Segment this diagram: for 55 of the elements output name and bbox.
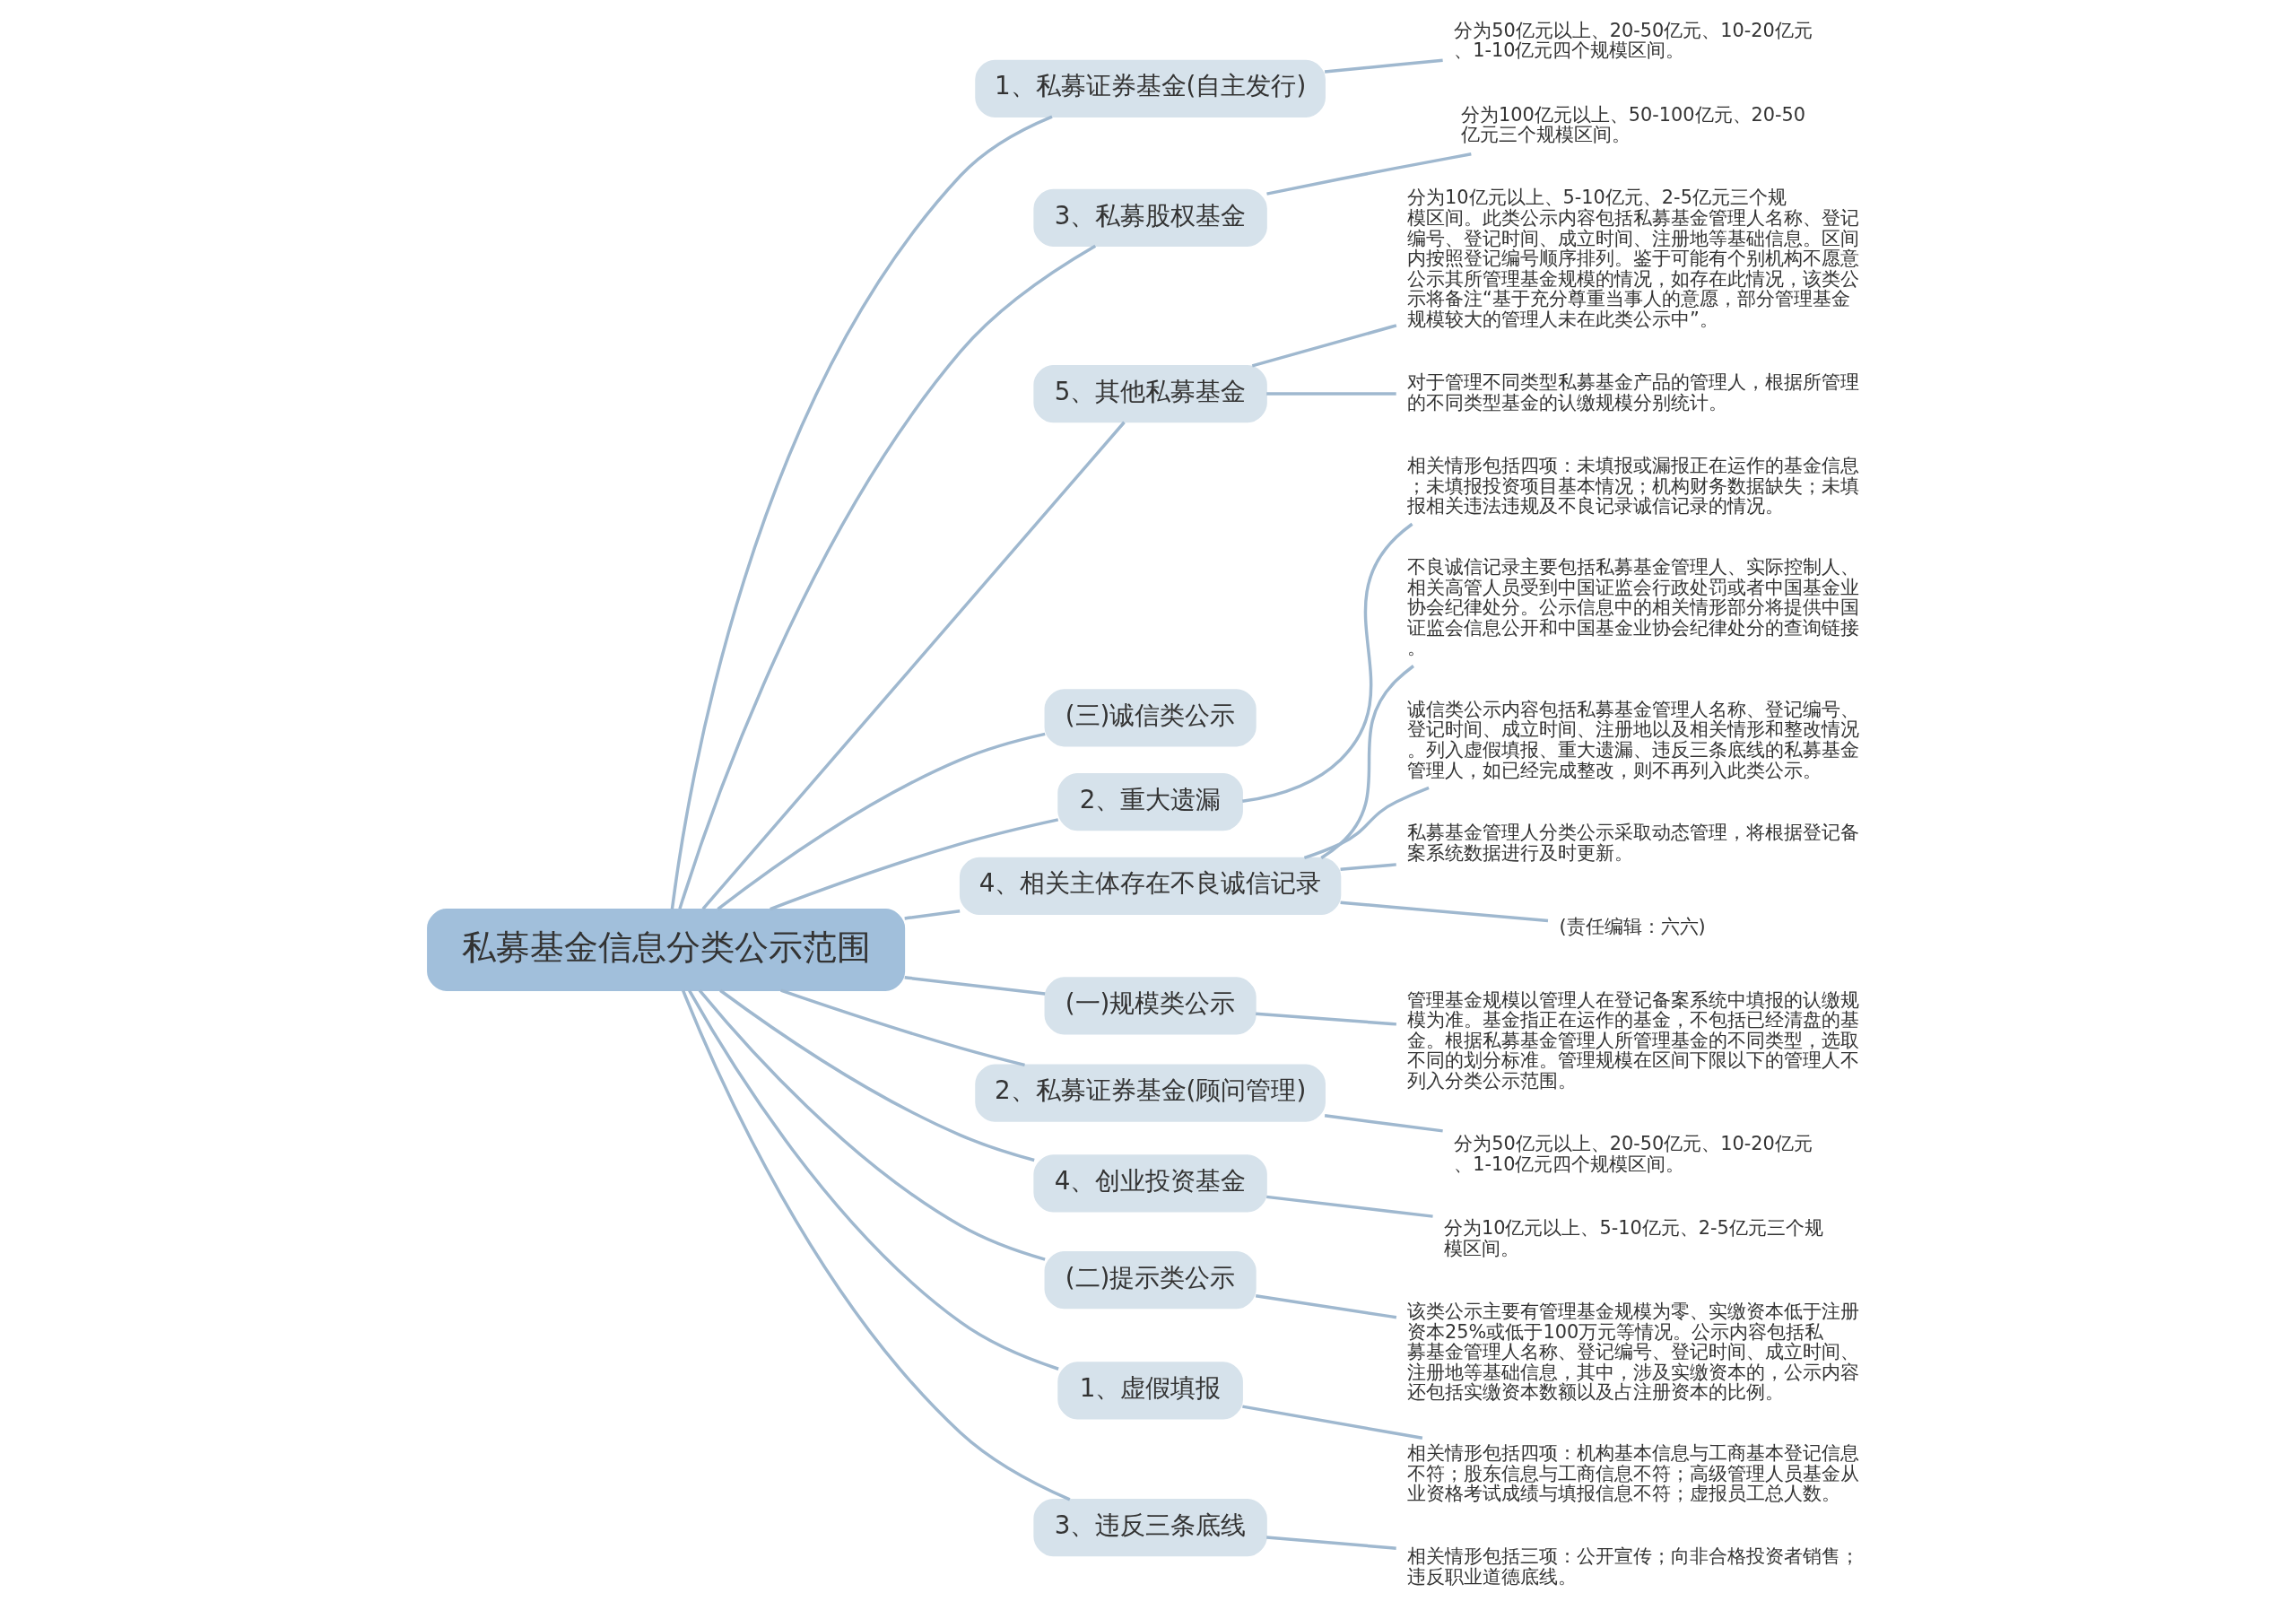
node-text: 相关情形包括三项：公开宣传；向非合格投资者销售；违反职业道德底线。 — [1407, 1545, 1860, 1588]
connector — [1340, 901, 1549, 923]
node-box: 4、相关主体存在不良诚信记录 — [959, 857, 1342, 915]
connector — [1266, 152, 1472, 196]
node-box: 2、私募证券基金(顾问管理) — [975, 1064, 1326, 1122]
node-box: 私募基金信息分类公示范围 — [427, 908, 906, 991]
connector — [1324, 58, 1443, 74]
node-box: 1、虚假填报 — [1057, 1362, 1243, 1420]
connector — [1266, 392, 1396, 396]
node-box: 5、其他私募基金 — [1033, 365, 1267, 423]
connector — [717, 732, 1046, 910]
connector — [688, 989, 1059, 1371]
connector — [1303, 786, 1430, 860]
connector — [780, 988, 1025, 1067]
node-box: 3、私募股权基金 — [1033, 188, 1267, 248]
node-box: 4、创业投资基金 — [1033, 1154, 1267, 1213]
connector — [1320, 665, 1415, 859]
connector — [682, 989, 1071, 1501]
node-text: 分为10亿元以上、5-10亿元、2-5亿元三个规模区间。此类公示内容包括私募基金管理人名称、登记编号、登记时间、成立时间、注册地等基础信息。区间内按照登记编号顺序排列。鉴于可能有个别机构不愿意公示其所管理基金规模的情况，如存在此情况，该类公示将备注“基于充分尊重当事人的意愿，部分管理基金规模较大的管理人未在此类公示中”。 — [1407, 187, 1860, 330]
node-text: 私募基金管理人分类公示采取动态管理，将根据登记备案系统数据进行及时更新。 — [1407, 822, 1860, 864]
node-text: 分为10亿元以上、5-10亿元、2-5亿元三个规模区间。 — [1443, 1217, 1823, 1259]
node-text: 相关情形包括四项：机构基本信息与工商基本登记信息不符；股东信息与工商信息不符；高级管理人员基金从业资格考试成绩与填报信息不符；虚报员工总人数。 — [1407, 1441, 1860, 1505]
connector — [1266, 1195, 1433, 1218]
connector — [1340, 863, 1396, 872]
node-text: 分为50亿元以上、20-50亿元、10-20亿元、1-10亿元四个规模区间。 — [1454, 19, 1813, 62]
connector — [904, 909, 961, 920]
connector — [698, 989, 1046, 1261]
connector — [1255, 1294, 1397, 1319]
node-text: 该类公示主要有管理基金规模为零、实缴资本低于注册资本25%或低于100万元等情况。公示内容包括私募基金管理人名称、登记编号、登记时间、成立时间、注册地等基础信息，其中，涉及实缴资本的，公示内容还包括实缴资本数额以及占注册资本的比例。 — [1407, 1300, 1860, 1404]
connector — [1251, 324, 1397, 368]
connector — [904, 976, 1046, 996]
node-box: (三)诚信类公示 — [1044, 689, 1257, 747]
node-text: 分为50亿元以上、20-50亿元、10-20亿元、1-10亿元四个规模区间。 — [1454, 1133, 1813, 1175]
connector — [678, 244, 1097, 909]
node-text: 诚信类公示内容包括私募基金管理人名称、登记编号、登记时间、成立时间、注册地以及相关情形和整改情况。列入虚假填报、重大遗漏、违反三条底线的私募基金管理人，如已经完成整改，则不再列入此类公示。 — [1407, 698, 1860, 781]
connector — [1266, 1536, 1396, 1550]
node-box: 3、违反三条底线 — [1033, 1499, 1267, 1557]
node-text: (责任编辑：六六) — [1559, 916, 1706, 938]
node-box: (一)规模类公示 — [1044, 977, 1257, 1035]
node-text: 分为100亿元以上、50-100亿元、20-50亿元三个规模区间。 — [1461, 103, 1806, 146]
node-text: 相关情形包括四项：未填报或漏报正在运作的基金信息；未填报投资项目基本情况；机构财务数据缺失；未填报相关违法违规及不良记录诚信记录的情况。 — [1407, 455, 1860, 518]
connector — [670, 115, 1053, 909]
connector — [701, 421, 1126, 910]
connector — [1324, 1114, 1443, 1133]
connector — [1242, 1405, 1423, 1440]
node-text: 管理基金规模以管理人在登记备案系统中填报的认缴规模为准。基金指正在运作的基金，不包括已经清盘的基金。根据私募基金管理人所管理基金的不同类型，选取不同的划分标准。管理规模在区间下限以下的管理人不列入分类公示范围。 — [1407, 988, 1860, 1092]
node-box: 2、重大遗漏 — [1057, 772, 1243, 831]
node-text: 不良诚信记录主要包括私募基金管理人、实际控制人、相关高管人员受到中国证监会行政处罚或者中国基金业协会纪律处分。公示信息中的相关情形部分将提供中国证监会信息公开和中国基金业协会纪律处分的查询链接。 — [1407, 555, 1860, 659]
node-text: 对于管理不同类型私募基金产品的管理人，根据所管理的不同类型基金的认缴规模分别统计。 — [1407, 371, 1860, 413]
node-box: 1、私募证券基金(自主发行) — [975, 59, 1326, 117]
node-box: (二)提示类公示 — [1044, 1250, 1257, 1310]
connector — [1256, 1012, 1397, 1026]
connector — [1242, 522, 1413, 803]
connector — [719, 988, 1035, 1162]
connector — [770, 818, 1059, 911]
